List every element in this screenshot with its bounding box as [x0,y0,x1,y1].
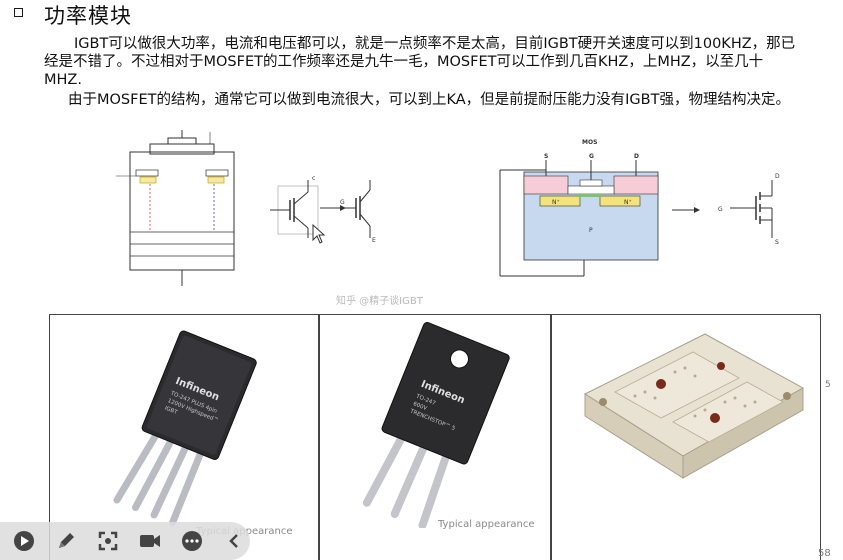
presentation-toolbar [0,522,250,560]
mos-symbol-label-g: G [718,206,723,213]
table-divider-2 [550,314,552,560]
more-button[interactable] [178,527,206,555]
pen-icon [59,533,74,548]
igbt-label-g: G [340,199,345,206]
title-bullet-icon [14,8,23,17]
mos-label-n1: N⁺ [552,199,560,206]
mos-symbol-label-s: S [775,239,779,246]
igbt-label-e: E [372,237,376,244]
igbt-label-c: c [312,175,315,182]
para1-line1: IGBT可以做很大功率，电流和电压都可以，就是一点频率不是太高，目前IGBT硬开… [74,36,796,52]
mos-label-n2: N⁺ [624,199,632,206]
photos-table [49,314,821,560]
mos-label-s: S [544,153,548,160]
screenshot-button[interactable] [94,527,122,555]
mouse-cursor-icon [312,224,326,244]
play-icon [14,531,34,551]
camera-icon [140,535,160,547]
screenshot-icon [98,531,118,551]
package2-line2: 600V [412,401,428,412]
caption-2: Typical appearance [438,519,535,530]
arrow-2 [672,207,700,213]
mos-title: MOS [582,139,597,146]
play-button[interactable] [10,527,38,555]
back-icon [229,534,238,548]
igbt-cross-section [116,130,235,286]
power-module-package [583,333,805,479]
arrow-1 [320,205,346,211]
more-icon [182,531,202,551]
mosfet-symbol [730,180,773,238]
igbt-symbol-2 [345,180,371,238]
device-diagrams: c G E MOS S G D N⁺ N⁺ P [116,130,780,286]
side-number: 5 [825,380,831,390]
to247-3pin-package: Infineon TO-247 600V TRENCHSTOP™ 5 [362,322,510,528]
para1-line3: MHZ. [44,72,82,88]
pen-button[interactable] [52,527,80,555]
mos-symbol-label-d: D [775,173,780,180]
igbt-symbol-1 [270,180,319,238]
back-button[interactable] [220,527,248,555]
mos-cross-section [499,160,659,277]
package1-line3: IGBT [164,405,179,416]
page-number: 58 [818,548,831,559]
slide-title: 功率模块 [44,4,132,28]
mos-label-g: G [589,153,594,160]
camera-button[interactable] [136,527,164,555]
watermark: 知乎 @精子谈IGBT [336,296,423,307]
to247-4pin-package: Infineon TO-247 PLUS 4pin 1200V Highspee… [113,330,257,526]
para2: 由于MOSFET的结构，通常它可以做到电流很大，可以到上KA，但是前提耐压能力没… [68,92,790,108]
mos-label-p: P [589,227,593,234]
mos-label-d: D [634,153,639,160]
para1-line2: 经是不错了。不过相对于MOSFET的工作频率还是九牛一毛，MOSFET可以工作到… [44,54,764,70]
table-divider-1 [318,314,320,560]
